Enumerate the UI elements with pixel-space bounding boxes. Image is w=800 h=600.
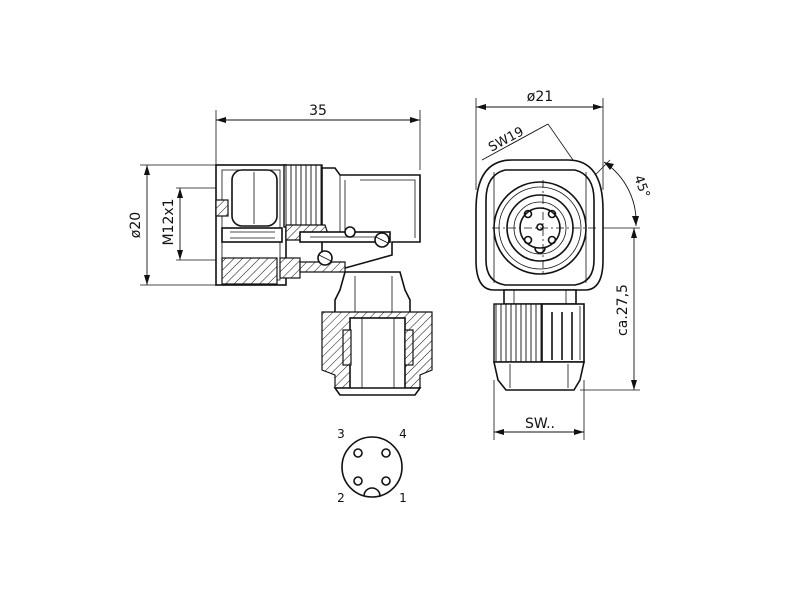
pin-layout: 3 4 2 1	[337, 427, 407, 505]
pin-label-4: 4	[399, 427, 407, 441]
length-label: 35	[309, 103, 327, 119]
pin-face-outline	[341, 436, 403, 498]
dimension-diameter-20: ø20	[128, 164, 222, 286]
wrench-nut-label: SW19	[486, 124, 526, 155]
cable-gland-front	[493, 289, 585, 391]
side-view: 35 ø20 M12x1	[128, 103, 433, 396]
dimension-length: 35	[215, 103, 421, 170]
dimension-wrench-gland: SW..	[493, 380, 585, 440]
angle-label: 45°	[630, 173, 652, 200]
connector-front-body	[475, 159, 604, 291]
wrench-gland-label: SW..	[525, 416, 555, 432]
diameter-21-label: ø21	[527, 89, 553, 105]
pin-4	[381, 448, 391, 458]
connector-side-body	[215, 164, 421, 286]
pin-label-1: 1	[399, 491, 407, 505]
front-view: ø21 SW19 45° ca.27,5	[475, 89, 652, 440]
dimension-diameter-21: ø21	[475, 89, 604, 190]
cable-outlet-side	[321, 271, 433, 396]
pin-label-2: 2	[337, 491, 345, 505]
pin-2	[353, 476, 363, 486]
thread-label: M12x1	[161, 198, 177, 245]
pin-label-3: 3	[337, 427, 345, 441]
pin-1	[381, 476, 391, 486]
coding-key	[363, 487, 381, 497]
height-label: ca.27,5	[615, 284, 631, 336]
pin-3	[353, 448, 363, 458]
diameter-20-label: ø20	[128, 212, 144, 238]
dimension-thread: M12x1	[161, 187, 222, 261]
